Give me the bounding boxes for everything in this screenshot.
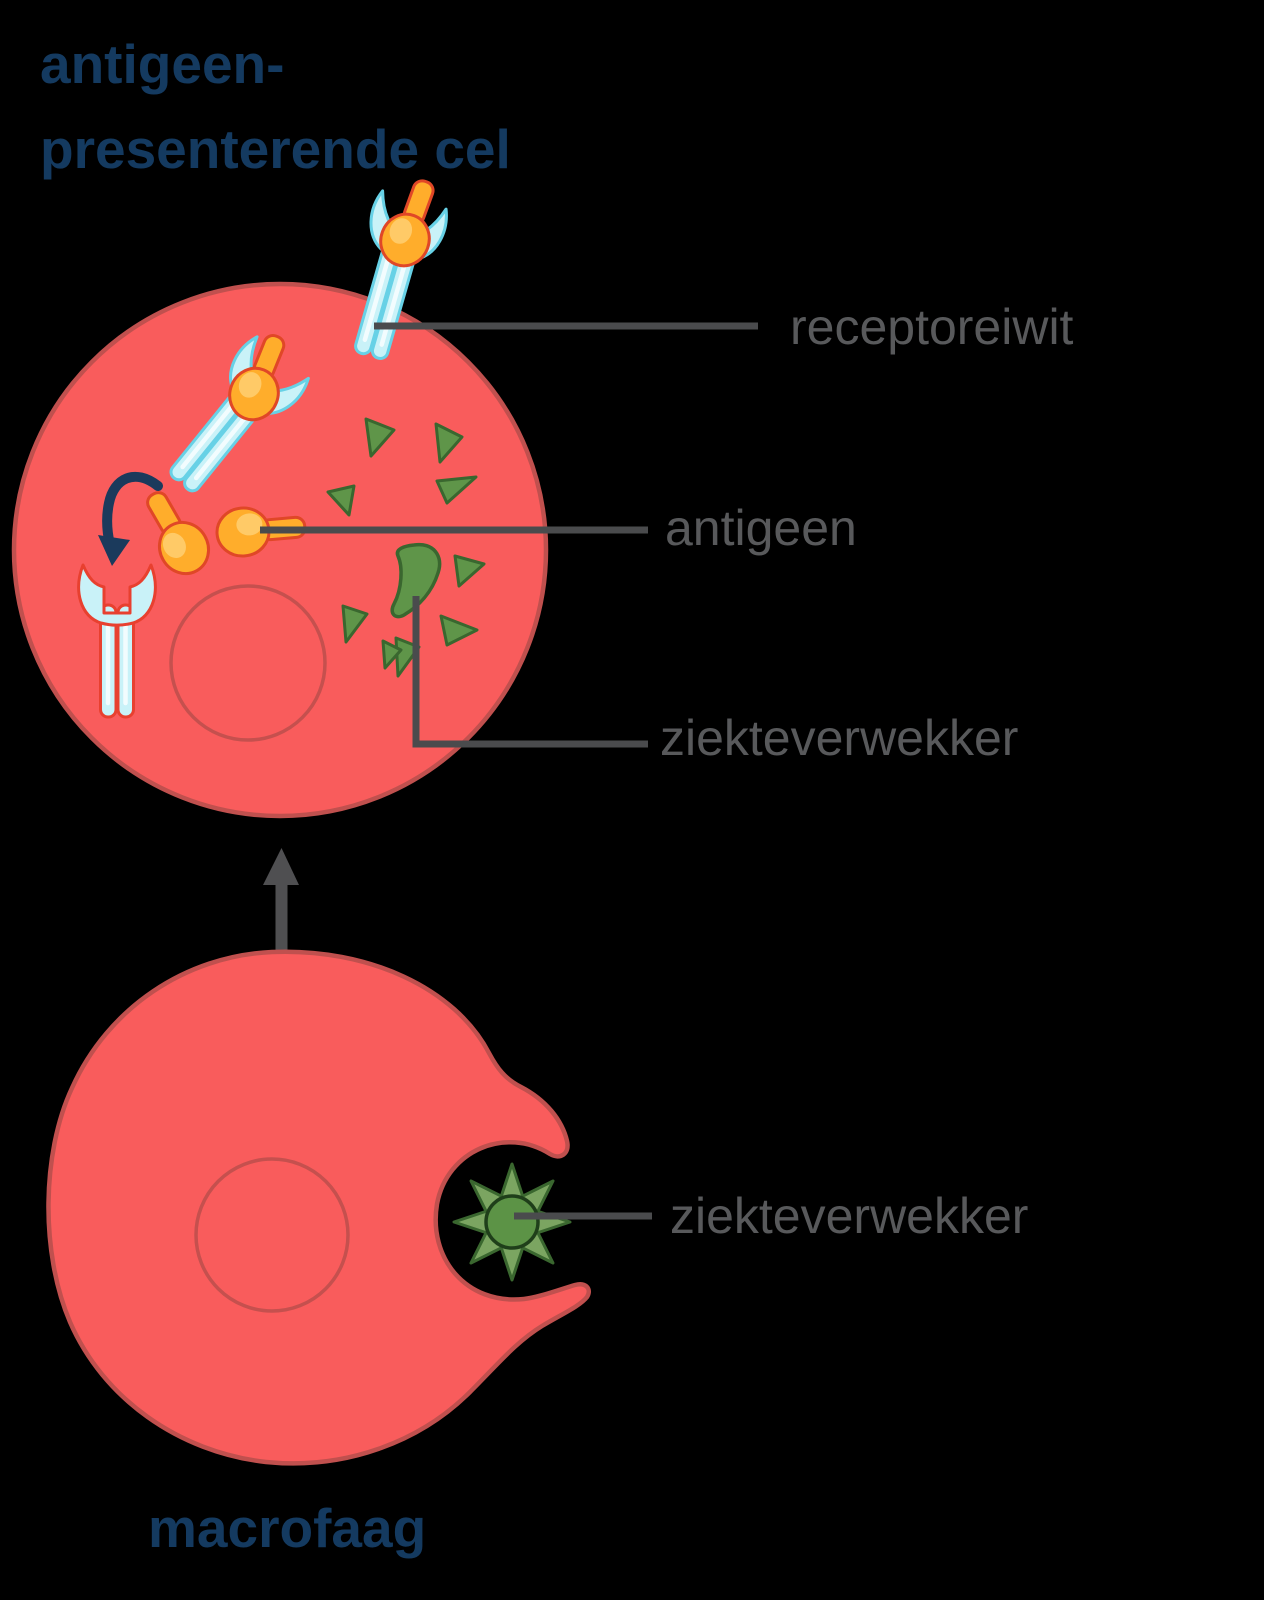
macrophage-caption: macrofaag	[148, 1497, 427, 1559]
macrophage-nucleus	[194, 1157, 350, 1313]
macrophage-membrane	[46, 949, 592, 1466]
apc-membrane	[11, 281, 549, 819]
apc-nucleus	[169, 584, 327, 742]
antigen-fragments	[326, 417, 486, 678]
pathogen-icon	[452, 1162, 572, 1282]
macrophage-cell	[46, 949, 592, 1466]
antigen-presenting-cell	[11, 172, 549, 819]
pathogen-macrophage-label: ziekteverwekker	[670, 1188, 1029, 1244]
diagram-title: antigeen- presenterende cel	[40, 33, 511, 181]
pathogen-apc-label: ziekteverwekker	[660, 710, 1019, 766]
processing-arrow	[98, 471, 163, 566]
uptake-arrow	[263, 848, 299, 962]
pathogen-fragment-icon	[390, 542, 442, 619]
pointer-lines	[260, 322, 758, 1220]
receptor-protein-label: receptoreiwit	[790, 299, 1074, 355]
pathogen-apc-label-line	[412, 596, 648, 748]
antigen-label: antigeen	[665, 500, 857, 556]
